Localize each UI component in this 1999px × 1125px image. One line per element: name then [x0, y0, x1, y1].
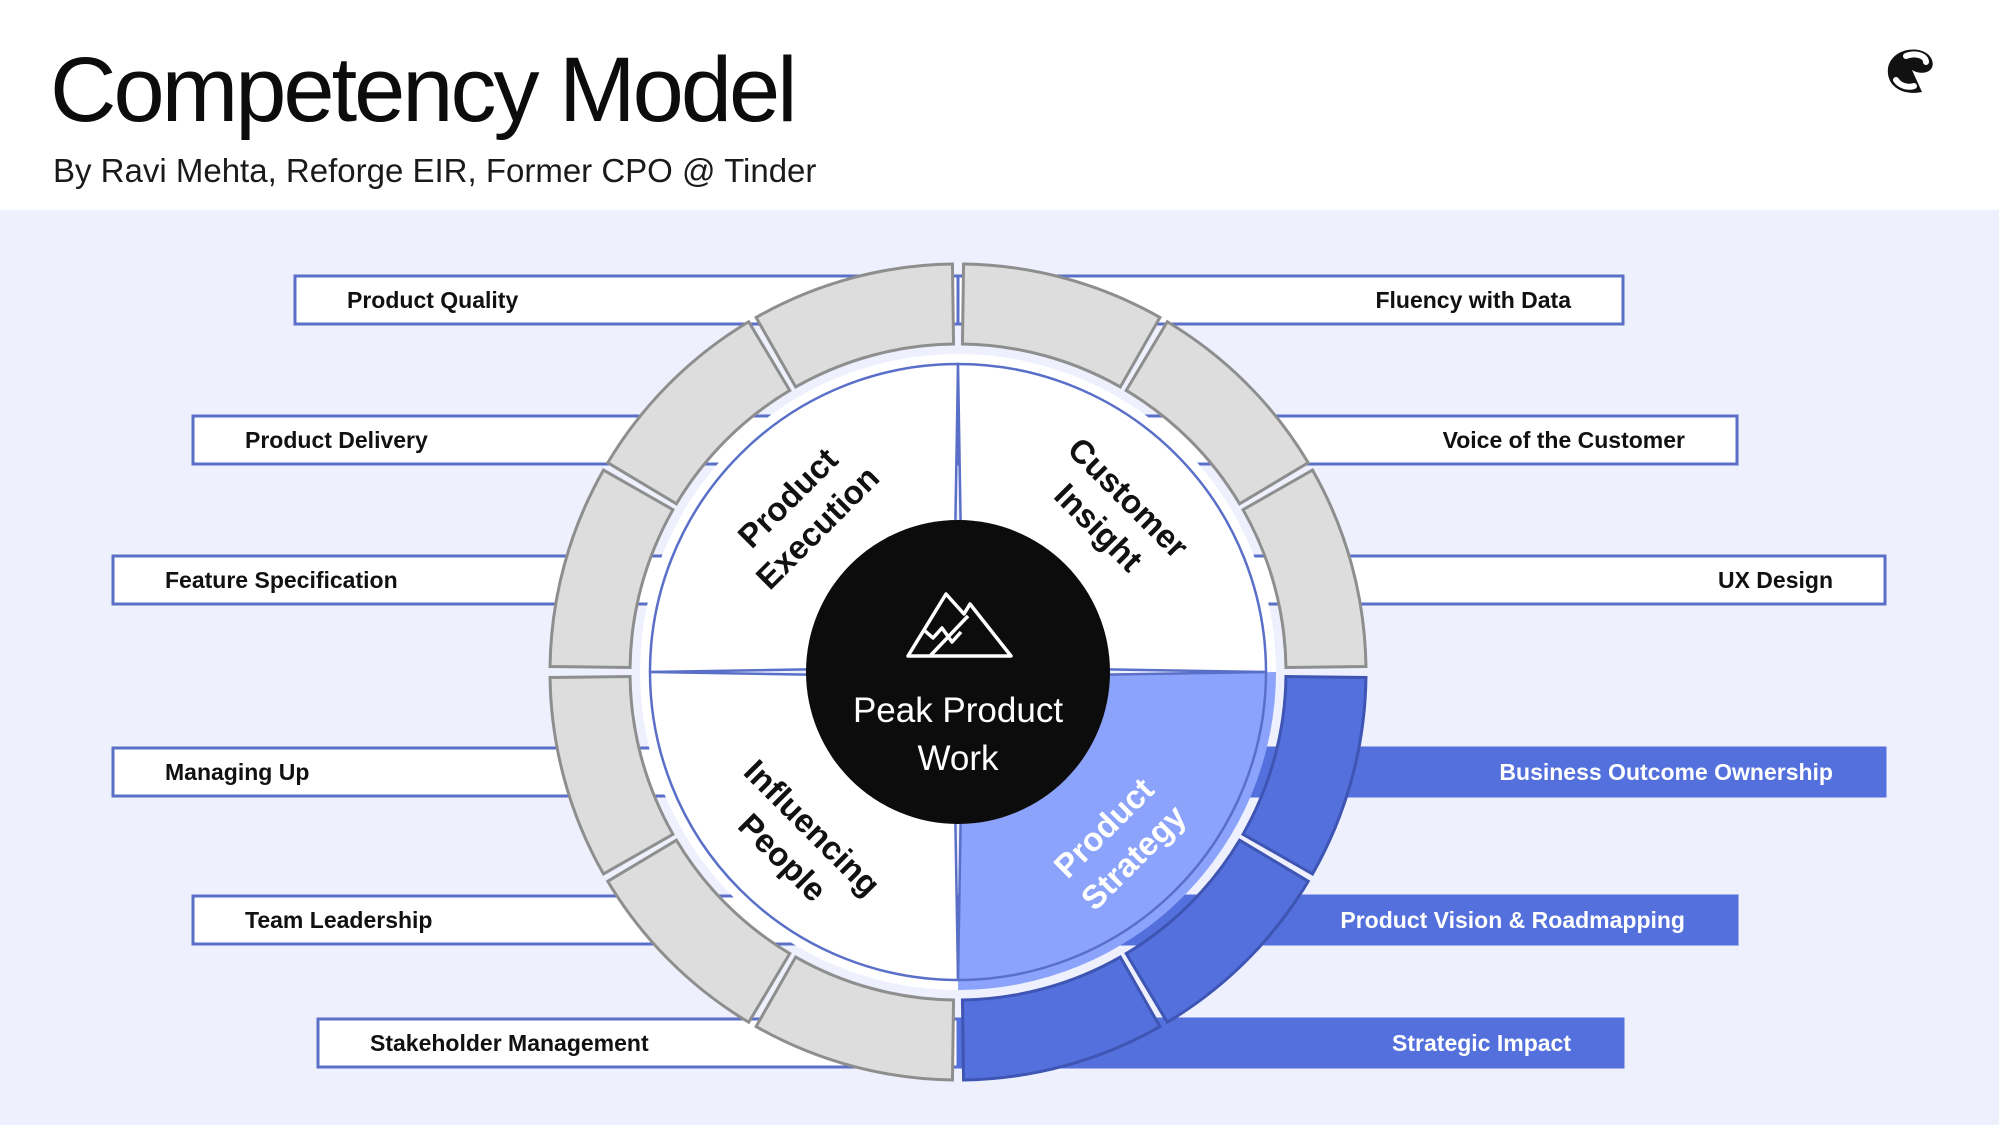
pill-strategic-impact-label: Strategic Impact [1392, 1030, 1571, 1056]
page-subtitle: By Ravi Mehta, Reforge EIR, Former CPO @… [53, 152, 817, 189]
ring-segment-product-execution-1 [548, 468, 676, 670]
reforge-logo-icon [1887, 49, 1933, 93]
ring-segment-product-strategy-1 [1240, 674, 1368, 876]
ring-segment-customer-insight-1 [960, 262, 1162, 390]
pill-product-delivery-label: Product Delivery [245, 427, 428, 453]
ring-segment-influencing-people-3 [548, 674, 676, 876]
ring-segment-product-execution-3 [754, 262, 956, 390]
ring-segment-influencing-people-1 [754, 954, 956, 1082]
pill-managing-up-label: Managing Up [165, 759, 309, 785]
pill-team-leadership-label: Team Leadership [245, 907, 432, 933]
ring-segment-customer-insight-3 [1240, 468, 1368, 670]
ring-segment-product-strategy-3 [960, 954, 1162, 1082]
pill-ux-design-label: UX Design [1718, 567, 1833, 593]
pill-product-vision-roadmapping-label: Product Vision & Roadmapping [1340, 907, 1685, 933]
pill-fluency-with-data-label: Fluency with Data [1375, 287, 1571, 313]
ring-segment-product-strategy-2 [1124, 838, 1311, 1025]
ring-segment-product-execution-2 [605, 319, 792, 506]
pill-product-quality-label: Product Quality [347, 287, 518, 313]
pill-feature-specification-label: Feature Specification [165, 567, 398, 593]
center-label-line2: Work [917, 739, 999, 778]
center-label-line1: Peak Product [853, 691, 1063, 730]
mountain-icon [906, 592, 1013, 658]
ring-segment-customer-insight-2 [1124, 319, 1311, 506]
pill-stakeholder-management-label: Stakeholder Management [370, 1030, 649, 1056]
ring-segment-influencing-people-2 [605, 838, 792, 1025]
pill-business-outcome-ownership-label: Business Outcome Ownership [1499, 759, 1833, 785]
center-hub [806, 520, 1110, 824]
pill-voice-of-the-customer-label: Voice of the Customer [1443, 427, 1685, 453]
header: Competency Model By Ravi Mehta, Reforge … [0, 0, 1999, 210]
page-title: Competency Model [50, 39, 798, 141]
